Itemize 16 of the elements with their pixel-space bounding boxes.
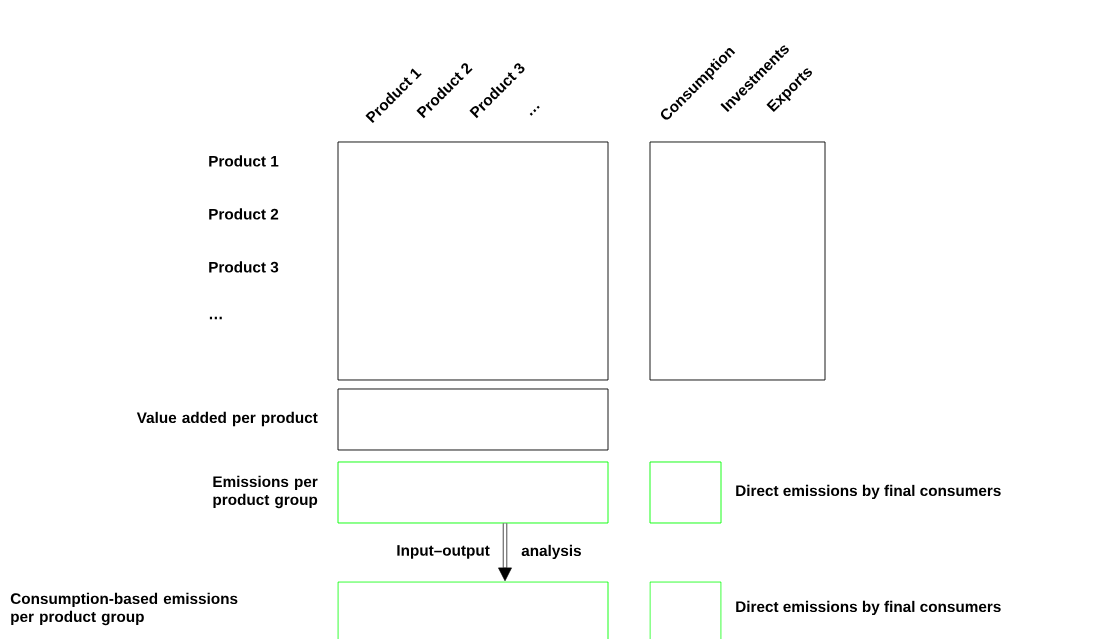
matrix-box (337, 581, 609, 639)
arrow-label: analysis (521, 544, 581, 560)
column-header: … (529, 105, 540, 116)
double-arrow (498, 523, 512, 582)
row-label: Direct emissions by final consumers (736, 484, 1001, 500)
row-label: Value added per product (136, 411, 318, 427)
row-label: Direct emissions by final consumers (736, 600, 1001, 616)
row-label: Product 1 (209, 155, 279, 167)
row-label: Consumption-based emissions per product group (10, 592, 238, 626)
arrow-label: Input–output (397, 545, 490, 559)
row-label: Emissions per product group (213, 475, 318, 509)
row-label: … (209, 316, 222, 320)
row-label: Product 2 (209, 208, 279, 220)
matrix-box (649, 141, 826, 381)
row-label: Product 3 (209, 261, 279, 273)
matrix-box (337, 141, 609, 381)
